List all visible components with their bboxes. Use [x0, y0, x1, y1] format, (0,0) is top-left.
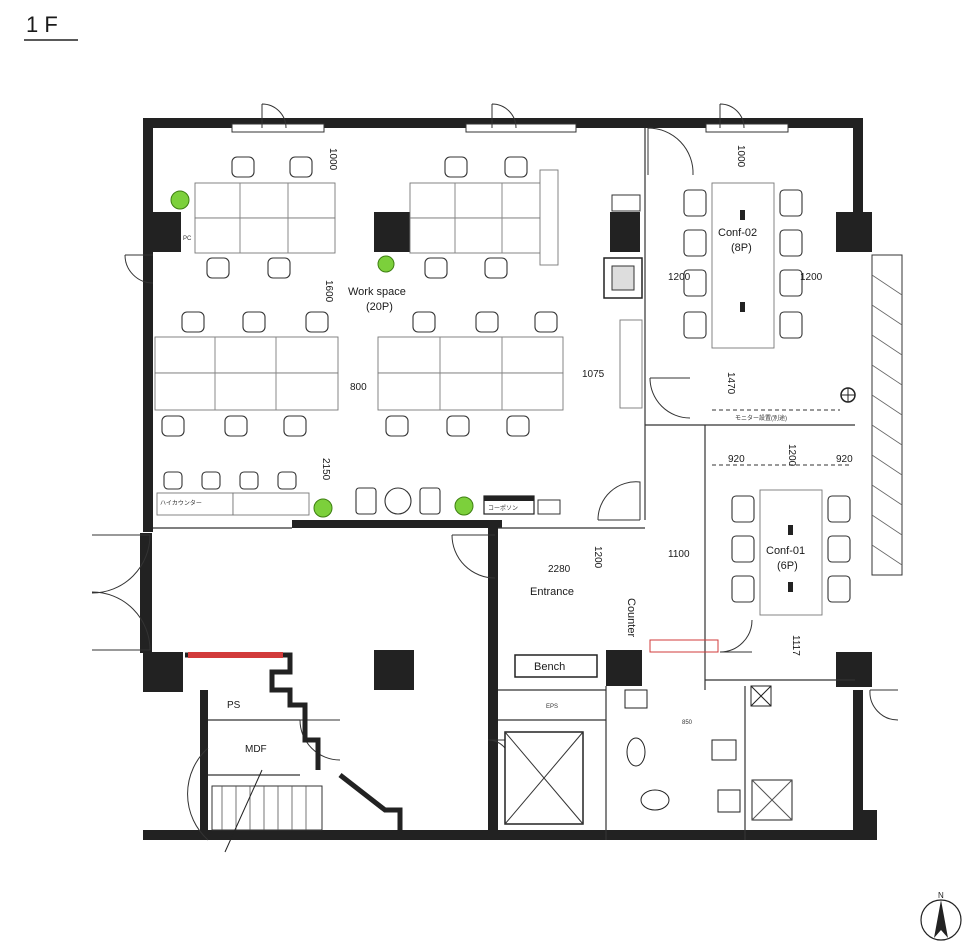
- stairs-lower-left: [185, 652, 403, 853]
- workspace-desks: [154, 169, 643, 516]
- compass-north-label: N: [938, 891, 944, 900]
- dimension-1117: 1117: [790, 635, 801, 656]
- toilets: [624, 639, 793, 821]
- dimension-1200-conf01: 1200: [786, 444, 797, 467]
- conf-02-furniture: [683, 182, 840, 411]
- dimension-1000-top-left: 1000: [327, 148, 338, 171]
- dimension-2150: 2150: [320, 458, 331, 481]
- inner-partitions: [153, 128, 855, 840]
- room-label-entrance: Entrance: [530, 586, 574, 598]
- window-strip-right: [871, 254, 903, 576]
- dimension-1100: 1100: [668, 549, 690, 560]
- north-compass: N: [920, 891, 962, 941]
- room-label-conf-02-capacity: (8P): [731, 242, 752, 254]
- workspace-chairs: [161, 156, 558, 515]
- room-label-mdf: MDF: [245, 744, 267, 755]
- dimension-1200-entrance: 1200: [592, 546, 603, 569]
- conf-01-furniture: [712, 464, 851, 616]
- room-label-ps: PS: [227, 700, 241, 711]
- lobby-column: [376, 652, 413, 689]
- room-label-conf-02: Conf-02: [718, 227, 757, 239]
- dimension-1200-left: 1200: [668, 272, 691, 283]
- outer-walls: [140, 118, 877, 840]
- dimension-800: 800: [350, 382, 367, 393]
- top-windows: [231, 123, 789, 133]
- note-monitor: モニター設置(別途): [735, 414, 787, 422]
- floor-label: 1 F: [26, 12, 58, 37]
- bench-area: [514, 654, 598, 678]
- room-label-eps: EPS: [546, 704, 558, 710]
- equipment: [483, 194, 643, 515]
- dimension-1470: 1470: [725, 372, 736, 395]
- dimension-1200-right: 1200: [800, 272, 823, 283]
- room-label-pc: PC: [183, 236, 192, 242]
- doors: [91, 103, 899, 841]
- note-highcounter: ハイカウンター: [160, 499, 202, 507]
- elevator: [504, 731, 584, 825]
- dimension-1000-top-right: 1000: [735, 145, 746, 168]
- room-label-counter: Counter: [625, 598, 637, 637]
- dimension-1600: 1600: [323, 280, 334, 303]
- room-label-conf-01: Conf-01: [766, 545, 805, 557]
- dimension-920-right: 920: [836, 454, 853, 465]
- room-label-work-space-capacity: (20P): [366, 301, 393, 313]
- dimension-850: 850: [682, 720, 693, 726]
- speaker-icon: [840, 387, 856, 403]
- dimension-920-left: 920: [728, 454, 745, 465]
- room-label-conf-01-capacity: (6P): [777, 560, 798, 572]
- note-copier: コーポソン: [488, 504, 518, 512]
- room-label-bench: Bench: [534, 661, 565, 673]
- dimension-2280: 2280: [548, 564, 571, 575]
- plants: [170, 190, 474, 518]
- dimension-1075: 1075: [582, 369, 605, 380]
- room-label-work-space: Work space: [348, 286, 406, 298]
